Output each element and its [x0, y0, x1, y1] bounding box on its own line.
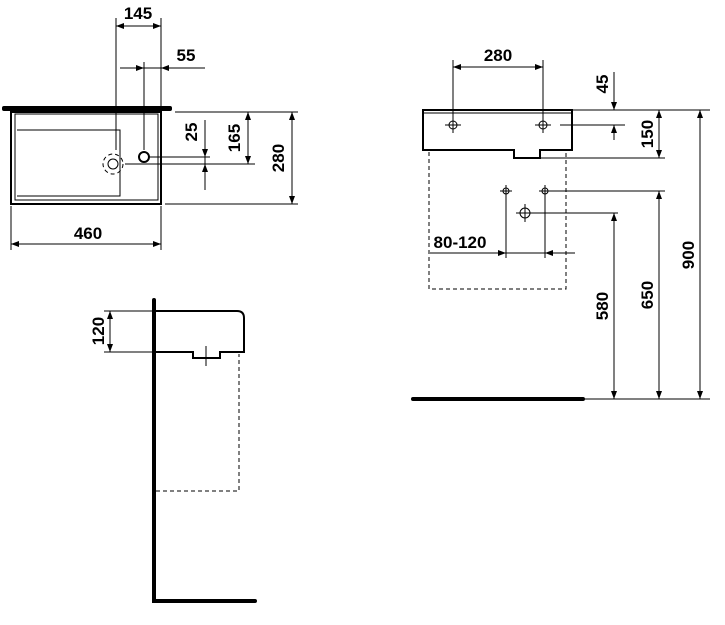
arrow-icon — [153, 241, 161, 247]
top-view-basin-outline — [10, 111, 162, 205]
dim-650-label: 650 — [638, 281, 657, 309]
top-view-rim — [2, 106, 172, 111]
dim-25-label: 25 — [182, 123, 201, 142]
dim-55-label: 55 — [177, 46, 196, 65]
side-view: 120 — [89, 298, 257, 603]
arrow-icon — [116, 23, 124, 29]
arrow-icon — [611, 391, 617, 399]
dim-580-label: 580 — [593, 292, 612, 320]
arrow-icon — [498, 250, 506, 256]
arrow-icon — [202, 164, 208, 172]
arrow-icon — [161, 65, 169, 71]
arrow-icon — [656, 191, 662, 199]
arrow-icon — [697, 391, 703, 399]
top-view-tap-hole-icon — [138, 151, 150, 163]
dim-45-label: 45 — [593, 75, 612, 94]
front-view: 280 45 150 80-120 580 650 — [411, 46, 710, 401]
arrow-icon — [107, 311, 113, 319]
side-view-wall — [152, 298, 257, 603]
dim-280-depth-label: 280 — [269, 144, 288, 172]
top-view-drain-icon — [102, 153, 124, 175]
dim-front-280-label: 280 — [484, 46, 512, 65]
arrow-icon — [289, 196, 295, 204]
arrow-icon — [656, 391, 662, 399]
arrow-icon — [245, 112, 251, 120]
dim-460-label: 460 — [74, 224, 102, 243]
arrow-icon — [656, 150, 662, 158]
arrow-icon — [697, 110, 703, 118]
front-view-cabinet-outline — [428, 152, 567, 290]
arrow-icon — [611, 213, 617, 221]
arrow-icon — [289, 112, 295, 120]
arrow-icon — [656, 110, 662, 118]
arrow-icon — [611, 102, 617, 110]
arrow-icon — [153, 23, 161, 29]
top-view-bowl — [17, 129, 121, 197]
side-view-basin — [156, 310, 245, 359]
front-view-basin — [422, 109, 573, 159]
top-view-basin-inner — [14, 113, 159, 201]
arrow-icon — [545, 250, 553, 256]
top-view-drain-center-icon — [107, 158, 119, 170]
dim-120-label: 120 — [89, 317, 108, 345]
arrow-icon — [245, 156, 251, 164]
arrow-icon — [107, 344, 113, 352]
dim-150-label: 150 — [638, 120, 657, 148]
arrow-icon — [11, 241, 19, 247]
arrow-icon — [453, 64, 461, 70]
arrow-icon — [535, 64, 543, 70]
dim-165-label: 165 — [225, 124, 244, 152]
top-view: 145 55 25 165 280 460 — [2, 4, 298, 250]
arrow-icon — [202, 149, 208, 157]
side-view-cabinet-outline — [156, 354, 240, 492]
arrow-icon — [136, 65, 144, 71]
dim-900-label: 900 — [679, 241, 698, 269]
dim-145-label: 145 — [124, 4, 152, 23]
arrow-icon — [611, 125, 617, 133]
dim-80-120-label: 80-120 — [434, 233, 487, 252]
